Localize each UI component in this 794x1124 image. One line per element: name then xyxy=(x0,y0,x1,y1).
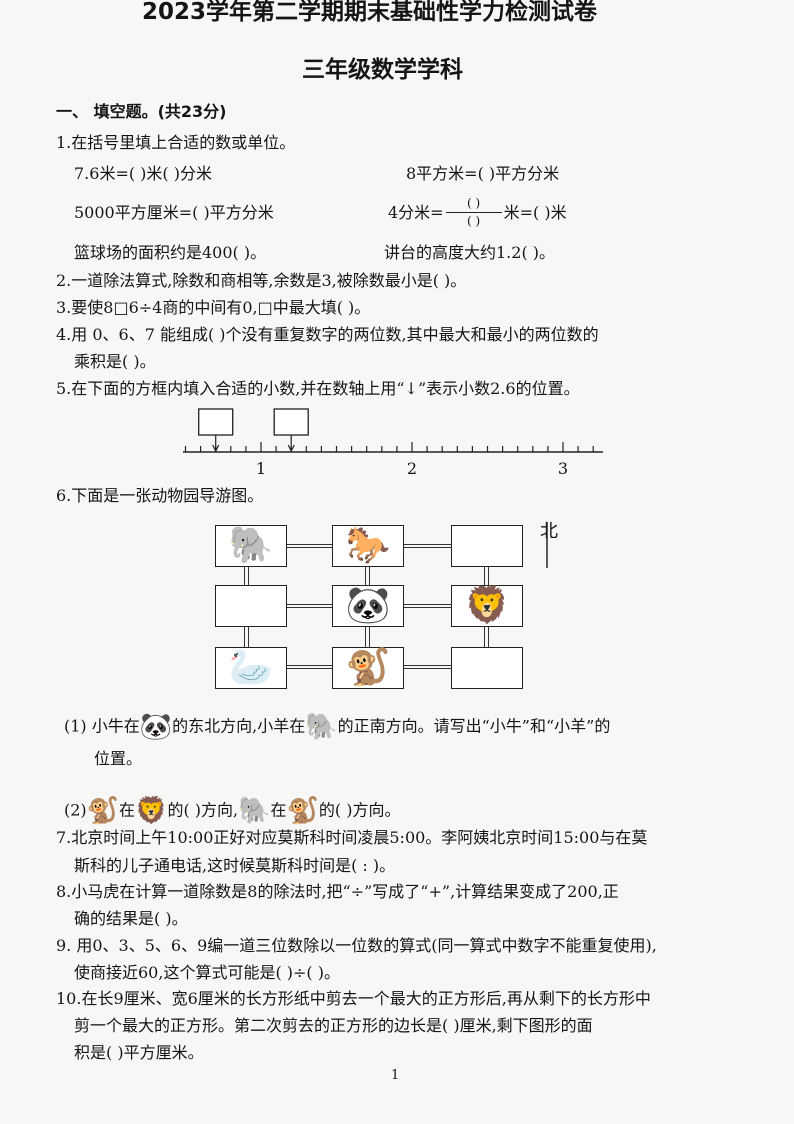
horse-icon: 🐎 xyxy=(345,525,391,566)
q2: 2.一道除法算式,除数和商相等,余数是3,被除数最小是( )。 xyxy=(56,271,467,290)
q1-line-c1: 篮球场的面积约是400( )。 xyxy=(74,243,267,262)
path-horizontal xyxy=(404,665,451,669)
monkey-icon: 🐒 xyxy=(286,796,319,826)
monkey-icon: 🐒 xyxy=(345,647,391,688)
q10-line1: 10.在长9厘米、宽6厘米的长方形纸中剪去一个最大的正方形后,再从剩下的长方形中 xyxy=(56,989,651,1008)
map-cell-empty xyxy=(451,647,523,689)
q1-line-b2-post: 米=( )米 xyxy=(503,203,567,222)
q8-line1: 8.小马虎在计算一道除数是8的除法时,把“÷”写成了“+”,计算结果变成了200… xyxy=(56,882,619,901)
q3: 3.要使8□6÷4商的中间有0,□中最大填( )。 xyxy=(56,298,371,317)
fraction-numerator: ( ) xyxy=(467,196,481,210)
q9-line1: 9. 用0、3、5、6、9编一道三位数除以一位数的算式(同一算式中数字不能重复使… xyxy=(56,936,657,955)
q6-2-line: (2)🐒在🦁的( )方向,🐘在🐒的( )方向。 xyxy=(64,798,400,824)
q10-line2: 剪一个最大的正方形。第二次剪去的正方形的边长是( )厘米,剩下图形的面 xyxy=(74,1016,593,1035)
path-vertical xyxy=(244,566,249,585)
map-cell-monkey xyxy=(332,647,404,689)
q10-line3: 积是( )平方厘米。 xyxy=(74,1043,204,1062)
fraction: ( ) ( ) xyxy=(444,196,504,230)
page-subtitle: 三年级数学学科 xyxy=(302,57,463,83)
path-vertical xyxy=(365,566,370,585)
north-label: 北 xyxy=(540,521,558,542)
path-horizontal xyxy=(404,604,451,608)
map-cell-horse xyxy=(332,525,404,567)
q4-line2: 乘积是( )。 xyxy=(74,352,156,371)
q6-1-line2: 位置。 xyxy=(94,749,143,768)
map-cell-panda xyxy=(332,585,404,627)
swan-icon: 🦢 xyxy=(228,647,274,688)
q6: 6.下面是一张动物园导游图。 xyxy=(56,486,264,505)
map-cell-lion xyxy=(451,585,523,627)
q7-line2: 斯科的儿子通电话,这时候莫斯科时间是( : )。 xyxy=(74,856,396,875)
q6-1-pre: (1) 小牛在 xyxy=(64,716,140,736)
q1-line-b1: 5000平方厘米=( )平方分米 xyxy=(74,203,274,222)
path-horizontal xyxy=(287,544,333,548)
map-cell-empty xyxy=(451,525,523,567)
q9-line2: 使商接近60,这个算式可能是( )÷( )。 xyxy=(74,963,340,982)
panda-icon: 🐼 xyxy=(345,585,391,626)
path-horizontal xyxy=(287,604,333,608)
path-vertical xyxy=(244,626,249,647)
q6-1-line1: (1) 小牛在🐼的东北方向,小羊在🐘的正南方向。请写出“小牛”和“小羊”的 xyxy=(64,714,610,740)
q1-line-b2-pre: 4分米= xyxy=(388,203,444,222)
path-vertical xyxy=(484,626,489,647)
q7-line1: 7.北京时间上午10:00正好对应莫斯科时间凌晨5:00。李阿姨北京时间15:0… xyxy=(56,828,648,847)
q1-line-a2: 8平方米=( )平方分米 xyxy=(406,164,560,183)
q6-2-de1: 的( )方向, xyxy=(167,800,239,820)
section-heading: 一、 填空题。(共23分) xyxy=(56,102,227,121)
q6-1-mid: 的东北方向,小羊在 xyxy=(172,716,306,736)
path-horizontal xyxy=(404,544,451,548)
pointer-arrowhead xyxy=(287,444,295,453)
north-arrow xyxy=(546,522,548,568)
answer-box xyxy=(273,408,309,436)
number-line: 1 2 3 xyxy=(183,408,603,478)
q1-stem: 1.在括号里填上合适的数或单位。 xyxy=(56,133,296,152)
number-line-label: 2 xyxy=(407,459,417,478)
q1-line-b2: 4分米= ( ) ( ) 米=( )米 xyxy=(388,196,567,230)
lion-icon: 🦁 xyxy=(135,796,168,826)
number-line-label: 3 xyxy=(558,459,568,478)
lion-icon: 🦁 xyxy=(464,585,510,626)
elephant-icon: 🐘 xyxy=(238,796,271,826)
fraction-bar xyxy=(445,212,502,213)
answer-box xyxy=(198,408,234,436)
q1-line-c2: 讲台的高度大约1.2( )。 xyxy=(384,243,556,262)
map-cell-empty xyxy=(215,585,287,627)
map-cell-elephant xyxy=(215,525,287,567)
q6-2-zai2: 在 xyxy=(270,800,287,820)
q6-2-pre: (2) xyxy=(64,800,87,820)
q5: 5.在下面的方框内填入合适的小数,并在数轴上用“↓”表示小数2.6的位置。 xyxy=(56,379,580,398)
page-title: 2023学年第二学期期末基础性学力检测试卷 xyxy=(142,0,598,25)
path-horizontal xyxy=(287,665,333,669)
map-cell-swan xyxy=(215,647,287,689)
page-number: 1 xyxy=(391,1068,400,1083)
q6-2-de2: 的( )方向。 xyxy=(318,800,401,820)
elephant-icon: 🐘 xyxy=(228,525,274,566)
q6-1-post: 的正南方向。请写出“小牛”和“小羊”的 xyxy=(337,716,611,736)
monkey-icon: 🐒 xyxy=(86,796,120,826)
q6-2-zai1: 在 xyxy=(119,800,136,820)
path-vertical xyxy=(365,626,370,647)
q1-line-a1: 7.6米=( )米( )分米 xyxy=(74,164,212,183)
q4-line1: 4.用 0、6、7 能组成( )个没有重复数字的两位数,其中最大和最小的两位数的 xyxy=(56,325,599,344)
path-vertical xyxy=(484,566,489,585)
number-line-label: 1 xyxy=(256,459,266,478)
q8-line2: 确的结果是( )。 xyxy=(74,909,188,928)
pointer-arrowhead xyxy=(212,444,220,453)
panda-icon: 🐼 xyxy=(139,712,173,742)
fraction-denominator: ( ) xyxy=(467,214,481,228)
elephant-icon: 🐘 xyxy=(305,712,338,742)
